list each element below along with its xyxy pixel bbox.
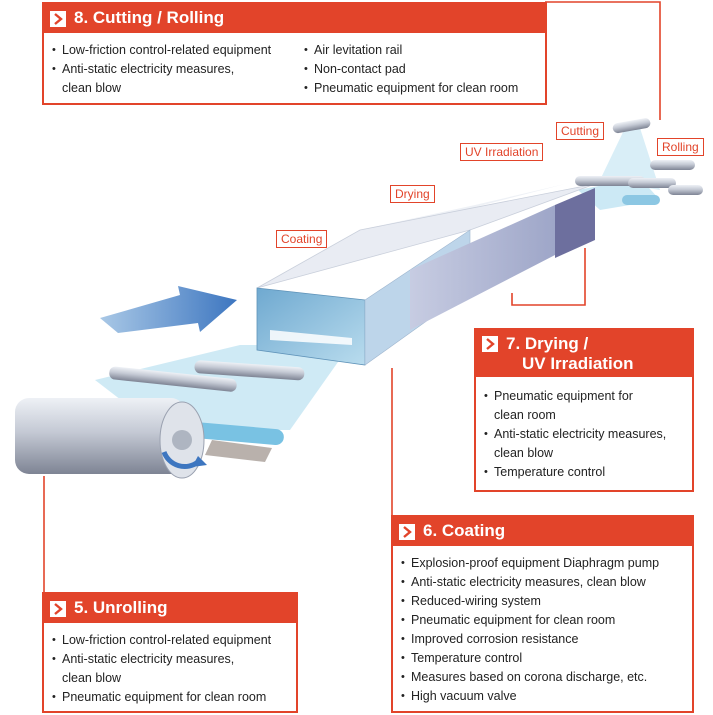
chevron-right-icon (50, 601, 66, 617)
list-item: Anti-static electricity measures, clean … (401, 573, 684, 592)
guide-roller-2 (194, 360, 305, 381)
flow-arrow (100, 286, 237, 333)
list-item-text: Explosion-proof equipment Diaphragm pump (401, 554, 684, 573)
list-item: Pneumatic equipment for clean room (401, 611, 684, 630)
list-item-text: Anti-static electricity measures, (52, 60, 304, 79)
panel-header: 7. Drying / UV Irradiation (476, 330, 692, 377)
list-item-text: Pneumatic equipment for clean room (401, 611, 684, 630)
list-item: Improved corrosion resistance (401, 630, 684, 649)
cutting-right-column: Air levitation railNon-contact padPneuma… (304, 41, 537, 98)
list-item: Air levitation rail (304, 41, 537, 60)
list-item: Measures based on corona discharge, etc. (401, 668, 684, 687)
cutting-left-column: Low-friction control-related equipmentAn… (52, 41, 304, 98)
panel-cutting-rolling: 8. Cutting / Rolling Low-friction contro… (42, 2, 547, 105)
list-item: Anti-static electricity measures, clean b… (484, 425, 684, 463)
list-item: High vacuum valve (401, 687, 684, 706)
panel-unrolling: 5. Unrolling Low-friction control-relate… (42, 592, 298, 713)
list-item: Reduced-wiring system (401, 592, 684, 611)
guide-roller-1 (109, 366, 237, 392)
stage-label-coating: Coating (276, 230, 328, 248)
list-item-text: Pneumatic equipment for clean room (304, 79, 537, 98)
unrolling-items: Low-friction control-related equipmentAn… (44, 623, 296, 711)
list-item-text: Improved corrosion resistance (401, 630, 684, 649)
panel-title: 7. Drying / UV Irradiation (506, 334, 633, 374)
panel-coating: 6. Coating Explosion-proof equipment Dia… (391, 515, 694, 713)
stage-label-drying: Drying (390, 185, 435, 203)
list-item: Pneumatic equipment for clean room (304, 79, 537, 98)
panel-title: 5. Unrolling (74, 598, 168, 617)
drying-items: Pneumatic equipment for clean roomAnti-st… (476, 377, 692, 486)
list-item-text: Pneumatic equipment for clean room (52, 688, 288, 707)
list-item: Pneumatic equipment for clean room (52, 688, 288, 707)
list-item-text: Non-contact pad (304, 60, 537, 79)
list-item-text: Low-friction control-related equipment (52, 41, 304, 60)
stage-label-uv: UV Irradiation (460, 143, 544, 161)
list-item: Temperature control (484, 463, 684, 482)
box-opening (270, 330, 352, 345)
list-item-text: High vacuum valve (401, 687, 684, 706)
machine-body (256, 183, 596, 366)
panel-header: 5. Unrolling (44, 594, 296, 623)
chevron-right-icon (482, 336, 498, 352)
list-item: Pneumatic equipment for clean room (484, 387, 684, 425)
unwind-roll (15, 398, 207, 479)
list-item: Low-friction control-related equipment (52, 631, 288, 650)
list-item-text: Temperature control (484, 463, 684, 482)
stage-label-rolling: Rolling (657, 138, 704, 156)
list-item-text: Anti-static electricity measures, clean … (401, 573, 684, 592)
list-item-continuation: clean blow (494, 446, 554, 460)
list-item-text: Anti-static electricity measures, (484, 425, 684, 444)
panel-header: 8. Cutting / Rolling (44, 4, 545, 33)
list-item: Temperature control (401, 649, 684, 668)
box-uv (555, 188, 595, 258)
chevron-right-icon (50, 11, 66, 27)
box-side-main (410, 205, 555, 330)
list-item: Anti-static electricity measures, clean b… (52, 60, 304, 98)
chevron-right-icon (399, 524, 415, 540)
panel-title-line-2: UV Irradiation (522, 354, 634, 373)
film-sheet-up (600, 128, 660, 190)
panel-title: 8. Cutting / Rolling (74, 8, 225, 27)
panel-title-line-1: 7. Drying / (506, 334, 589, 353)
list-item-continuation: clean room (494, 408, 556, 422)
coating-blade (205, 440, 272, 462)
list-item-text: Pneumatic equipment for (484, 387, 684, 406)
list-item-text: Low-friction control-related equipment (52, 631, 288, 650)
connector-cutting (545, 1, 661, 120)
list-item-text: Reduced-wiring system (401, 592, 684, 611)
list-item-text: Measures based on corona discharge, etc. (401, 668, 684, 687)
list-item-text: Anti-static electricity measures, (52, 650, 288, 669)
list-item-continuation: clean blow (62, 81, 122, 95)
rewind-rollers (575, 118, 703, 205)
stage-label-cutting: Cutting (556, 122, 605, 140)
panel-drying-uv: 7. Drying / UV Irradiation Pneumatic equ… (474, 328, 694, 492)
panel-title: 6. Coating (423, 521, 506, 540)
coating-items: Explosion-proof equipment Diaphragm pump… (393, 546, 692, 710)
list-item-text: Temperature control (401, 649, 684, 668)
connector-lines (43, 1, 661, 592)
list-item: Non-contact pad (304, 60, 537, 79)
connector-drying (511, 248, 586, 306)
panel-header: 6. Coating (393, 517, 692, 546)
list-item-text: Air levitation rail (304, 41, 537, 60)
list-item-continuation: clean blow (62, 671, 122, 685)
list-item: Low-friction control-related equipment (52, 41, 304, 60)
list-item: Anti-static electricity measures, clean b… (52, 650, 288, 688)
list-item: Explosion-proof equipment Diaphragm pump (401, 554, 684, 573)
